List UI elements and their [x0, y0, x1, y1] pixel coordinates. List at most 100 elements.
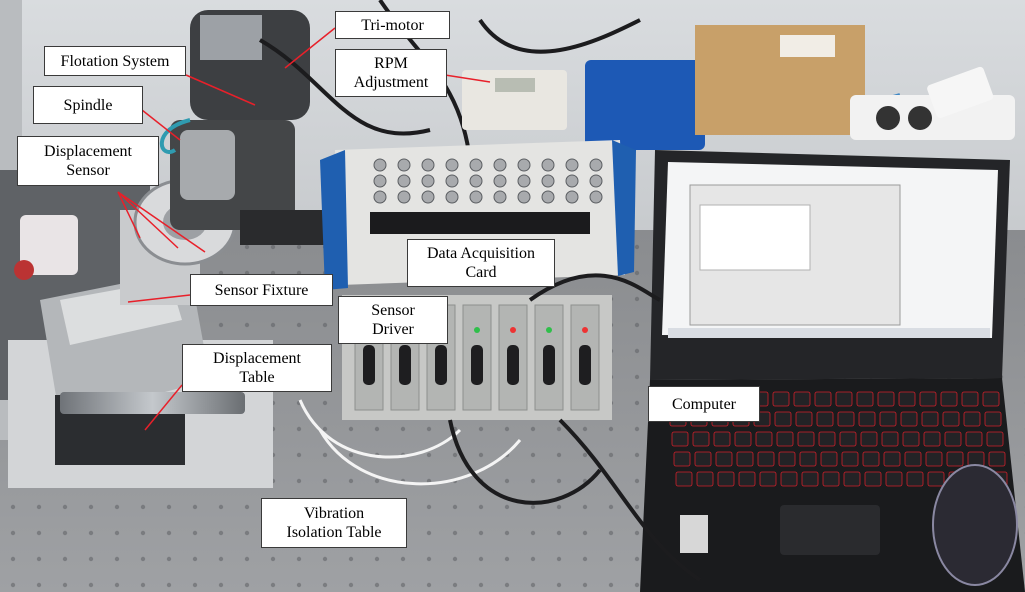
app-taskbar: [668, 328, 990, 338]
bnc-connector: [421, 158, 435, 172]
keyboard-key: [837, 411, 855, 427]
driver-connector: [471, 345, 483, 385]
keyboard-key: [877, 391, 895, 407]
rpm-adjustment-box: [462, 70, 567, 130]
keyboard-key: [883, 451, 901, 467]
leader-line-tri-motor: [284, 27, 336, 69]
bnc-connector: [373, 174, 387, 188]
label-rpm-adjustment: RPM Adjustment: [335, 49, 447, 97]
keyboard-key: [921, 411, 939, 427]
keyboard-key: [927, 471, 945, 487]
keyboard-key: [839, 431, 857, 447]
bnc-connector: [469, 174, 483, 188]
keyboard-key: [759, 471, 777, 487]
keyboard-key: [713, 431, 731, 447]
bnc-connector: [469, 158, 483, 172]
bnc-connector: [397, 174, 411, 188]
bnc-connector: [421, 174, 435, 188]
keyboard-key: [671, 431, 689, 447]
keyboard-key: [820, 451, 838, 467]
keyboard-key: [900, 411, 918, 427]
label-data-acquisition-card: Data Acquisition Card: [407, 239, 555, 287]
keyboard-key: [755, 431, 773, 447]
label-tri-motor: Tri-motor: [335, 11, 450, 39]
keyboard-key: [944, 431, 962, 447]
label-displacement-sensor: Displacement Sensor: [17, 136, 159, 186]
keyboard-key: [898, 391, 916, 407]
bnc-connector: [589, 158, 603, 172]
bnc-connector: [397, 158, 411, 172]
keyboard-key: [822, 471, 840, 487]
keyboard-key: [738, 471, 756, 487]
bnc-connector: [421, 190, 435, 204]
keyboard-key: [988, 451, 1006, 467]
driver-led: [510, 327, 516, 333]
red-knob: [14, 260, 34, 280]
bnc-connector: [445, 174, 459, 188]
keyboard-key: [858, 411, 876, 427]
bnc-connector: [445, 158, 459, 172]
bnc-connector: [589, 190, 603, 204]
bnc-connector: [517, 158, 531, 172]
keyboard-key: [778, 451, 796, 467]
keyboard-key: [984, 411, 1002, 427]
bnc-connector: [541, 158, 555, 172]
leader-line-displacement-sensor-c: [117, 191, 141, 239]
label-displacement-table: Displacement Table: [182, 344, 332, 392]
label-sensor-fixture: Sensor Fixture: [190, 274, 333, 306]
leader-line-displacement-table: [144, 384, 183, 431]
keyboard-key: [696, 471, 714, 487]
keyboard-key: [986, 431, 1004, 447]
bnc-connector: [517, 190, 531, 204]
keyboard-key: [904, 451, 922, 467]
leader-line-spindle: [141, 109, 181, 141]
power-socket: [908, 106, 932, 130]
keyboard-key: [797, 431, 815, 447]
bnc-connector: [373, 190, 387, 204]
bnc-connector: [541, 174, 555, 188]
keyboard-key: [925, 451, 943, 467]
keyboard-key: [982, 391, 1000, 407]
bnc-connector: [493, 190, 507, 204]
keyboard-key: [793, 391, 811, 407]
box-label: [780, 35, 835, 57]
daq-terminal-strip: [370, 212, 590, 234]
power-adapter: [927, 66, 994, 119]
driver-connector: [507, 345, 519, 385]
leader-lines: [117, 27, 491, 431]
keyboard-key: [801, 471, 819, 487]
keyboard-key: [774, 411, 792, 427]
keyboard-key: [694, 451, 712, 467]
keyboard-key: [843, 471, 861, 487]
driver-connector: [435, 345, 447, 385]
cable: [558, 418, 702, 582]
bnc-connector: [565, 190, 579, 204]
keyboard-key: [757, 451, 775, 467]
cable: [298, 399, 462, 459]
keyboard-key: [923, 431, 941, 447]
driver-connector: [543, 345, 555, 385]
gpu-sticker: [680, 515, 708, 553]
daq-blue-frame: [320, 150, 348, 290]
bnc-connector: [565, 174, 579, 188]
cable: [259, 38, 431, 136]
app-plot: [699, 204, 811, 271]
keyboard-key: [881, 431, 899, 447]
keyboard-key: [862, 451, 880, 467]
power-socket: [876, 106, 900, 130]
keyboard-key: [814, 391, 832, 407]
keyboard-key: [675, 471, 693, 487]
keyboard-key: [967, 451, 985, 467]
keyboard-key: [772, 391, 790, 407]
leader-line-sensor-fixture: [127, 294, 191, 303]
bnc-connector: [493, 174, 507, 188]
blue-device: [585, 60, 705, 150]
white-bottle: [20, 215, 78, 275]
flotation-ring: [180, 130, 235, 200]
keyboard-key: [736, 451, 754, 467]
motor-junction-box: [200, 15, 262, 60]
label-spindle: Spindle: [33, 86, 143, 124]
cable: [448, 419, 602, 505]
leader-line-displacement-sensor-a: [117, 191, 179, 249]
